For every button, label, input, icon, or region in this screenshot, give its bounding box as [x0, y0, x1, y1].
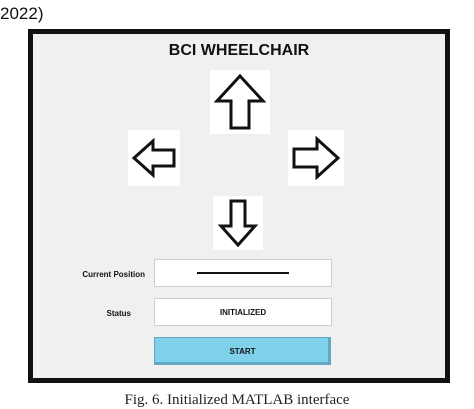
matlab-app-window: BCI WHEELCHAIR Current Position Status I… [28, 29, 450, 383]
status-label: Status [106, 309, 131, 318]
arrow-left-icon [131, 138, 176, 178]
position-indicator-line [197, 272, 289, 274]
move-forward-button[interactable] [210, 70, 270, 134]
current-position-display [154, 259, 332, 287]
turn-left-button[interactable] [128, 130, 180, 186]
app-title: BCI WHEELCHAIR [168, 42, 310, 59]
start-button[interactable]: START [154, 337, 331, 365]
arrow-down-icon [218, 199, 258, 248]
current-position-label: Current Position [82, 270, 145, 279]
move-backward-button[interactable] [213, 196, 263, 250]
figure-caption: Fig. 6. Initialized MATLAB interface [124, 392, 350, 408]
turn-right-button[interactable] [288, 130, 344, 186]
document-text-fragment: 2022) [0, 4, 44, 23]
arrow-up-icon [214, 73, 266, 130]
arrow-right-icon [292, 136, 341, 180]
status-display: INITIALIZED [154, 298, 332, 326]
